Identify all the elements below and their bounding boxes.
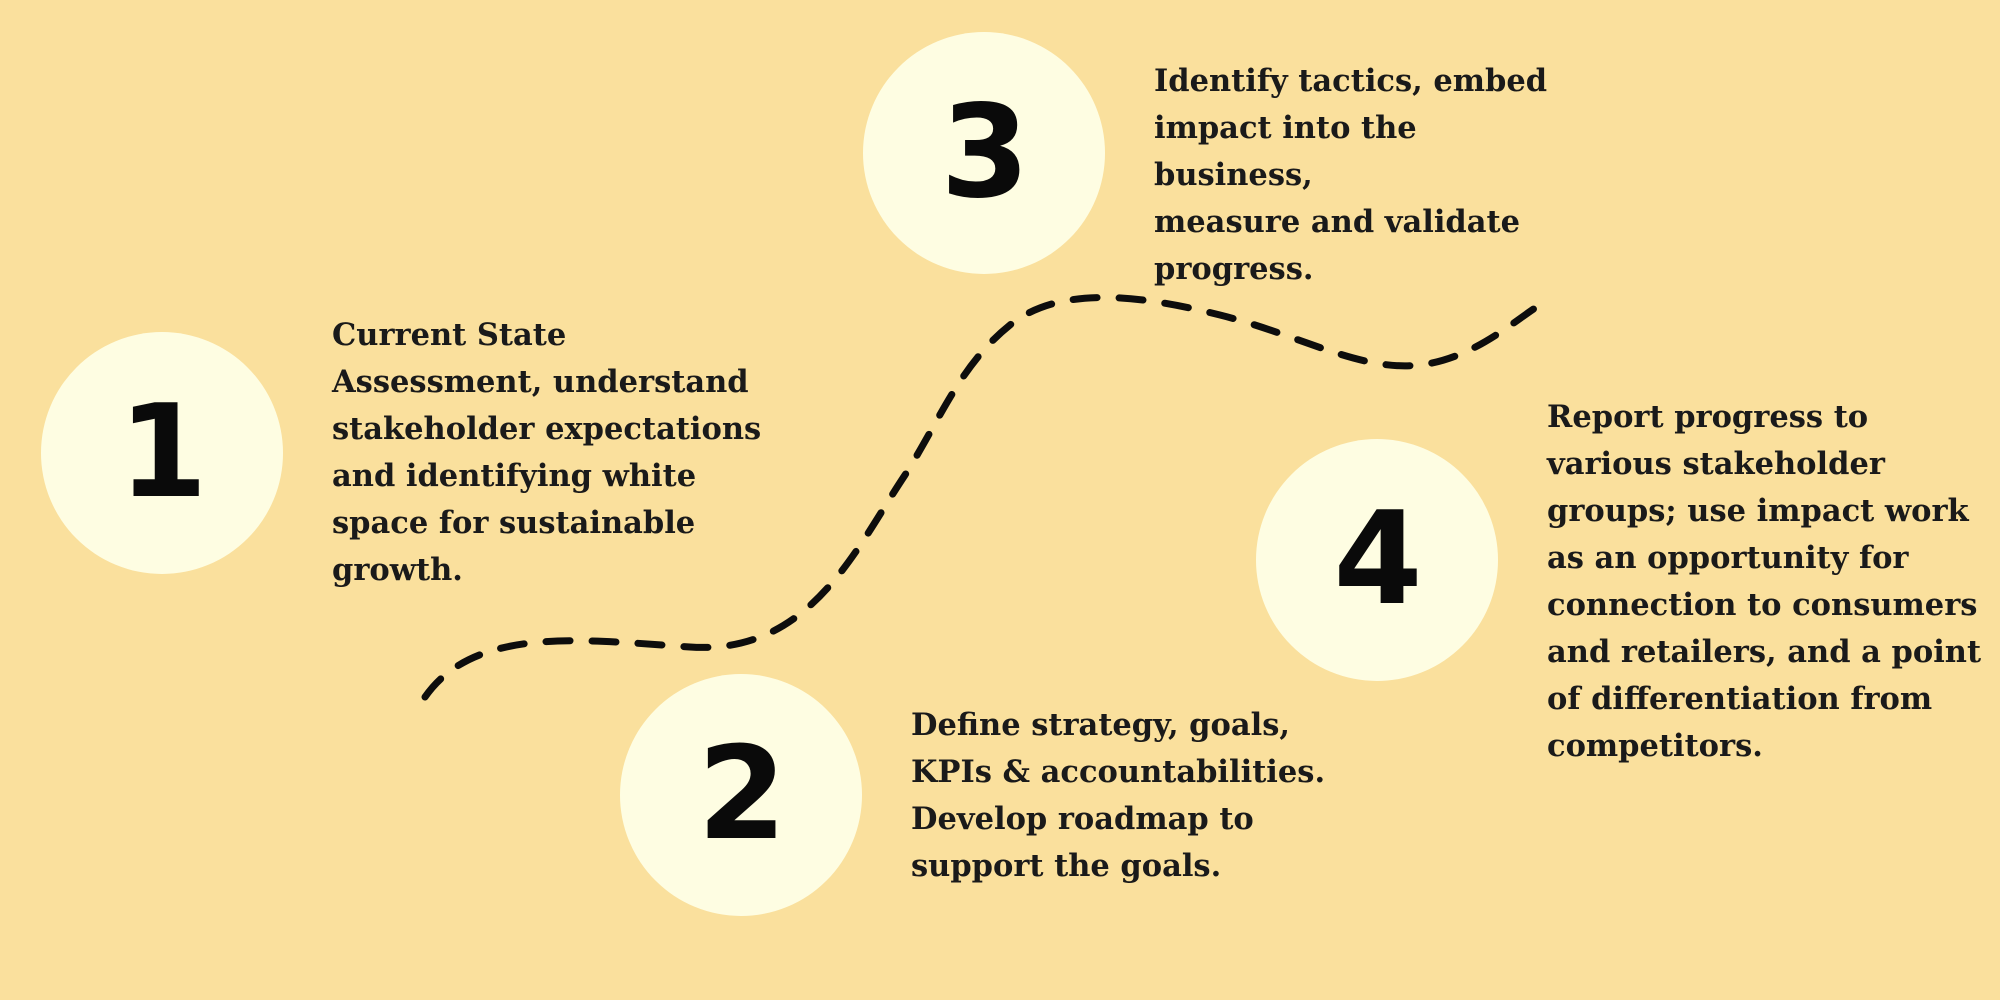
step-4-number: 4	[1333, 485, 1422, 634]
step-2-number: 2	[697, 720, 786, 869]
step-2-circle: 2	[620, 674, 862, 916]
step-1-circle: 1	[41, 332, 283, 574]
step-4-description: Report progress to various stakeholder g…	[1547, 399, 1982, 764]
step-3-description: Identify tactics, embed impact into the …	[1154, 63, 1548, 287]
step-3-circle: 3	[863, 32, 1105, 274]
step-3-number: 3	[940, 78, 1029, 227]
step-4-circle: 4	[1256, 439, 1498, 681]
step-1-description: Current State Assessment, understand sta…	[332, 317, 762, 588]
step-1-number: 1	[118, 378, 207, 527]
step-2-description: Define strategy, goals, KPIs & accountab…	[911, 707, 1326, 884]
